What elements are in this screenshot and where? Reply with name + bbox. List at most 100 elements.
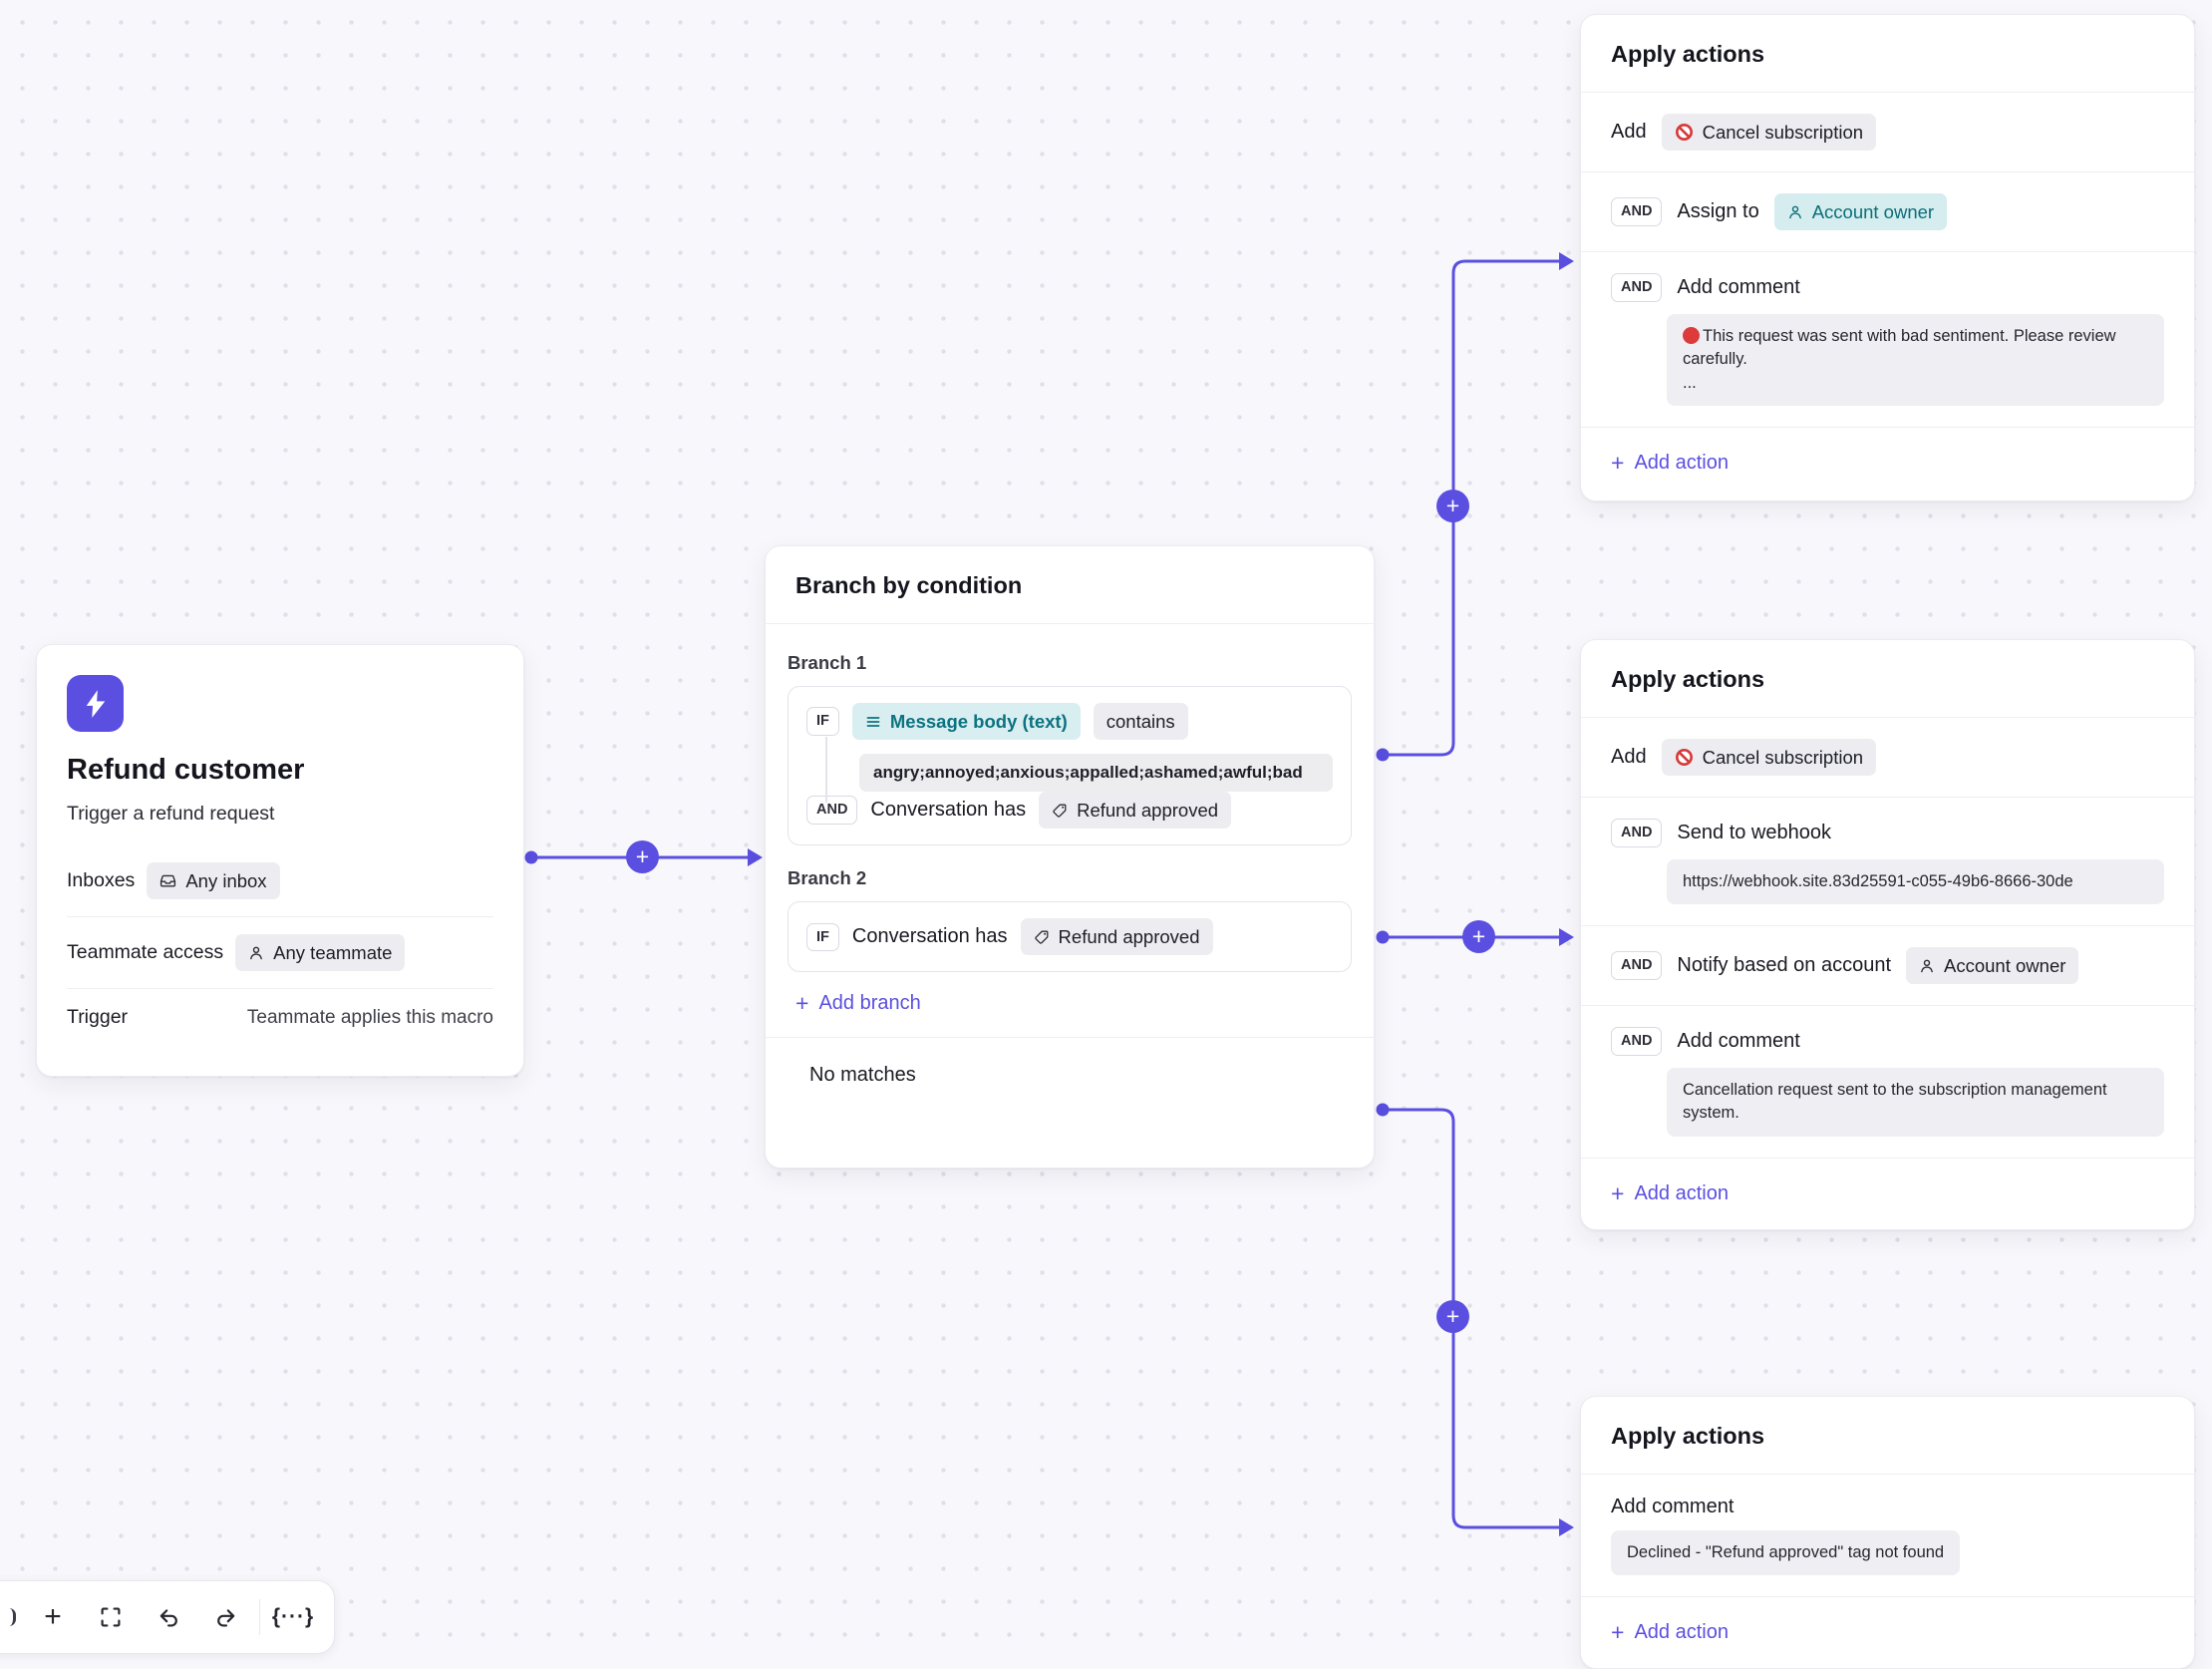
- account-owner-pill[interactable]: Account owner: [1906, 947, 2079, 985]
- webhook-url-box[interactable]: https://webhook.site.83d25591-c055-49b6-…: [1667, 858, 2164, 905]
- branch2-condition-box[interactable]: IF Conversation has Refund approved: [788, 901, 1352, 973]
- branch2-label: Branch 2: [788, 867, 867, 889]
- toolbar-divider: [259, 1599, 260, 1635]
- account-owner-label: Account owner: [1944, 955, 2066, 977]
- no-matches-section: No matches: [766, 1037, 1374, 1117]
- apply-actions-card-middle[interactable]: Apply actions Add Cancel subscription AN…: [1580, 639, 2195, 1230]
- person-icon: [250, 946, 263, 959]
- no-matches-label: No matches: [809, 1064, 916, 1087]
- and-badge: AND: [1611, 1027, 1663, 1056]
- any-inbox-pill[interactable]: Any inbox: [147, 862, 280, 900]
- and-badge: AND: [1611, 273, 1663, 302]
- trigger-card-subtitle: Trigger a refund request: [67, 803, 275, 825]
- apply-actions-title: Apply actions: [1581, 15, 2194, 93]
- add-comment-label: Add comment: [1677, 276, 1800, 298]
- cancel-subscription-pill[interactable]: Cancel subscription: [1661, 739, 1877, 777]
- branch1-if-row: IF Message body (text) contains: [806, 703, 1333, 741]
- connector-arrowhead: [1559, 1518, 1574, 1536]
- connector-start-dot: [1376, 748, 1390, 762]
- comment-box[interactable]: This request was sent with bad sentiment…: [1667, 313, 2164, 407]
- send-to-webhook-label: Send to webhook: [1677, 821, 1831, 843]
- if-badge: IF: [806, 922, 839, 952]
- branch1-label: Branch 1: [788, 652, 867, 673]
- notify-row: AND Notify based on account Account owne…: [1581, 926, 2194, 1007]
- add-action-button[interactable]: + Add action: [1581, 428, 2194, 499]
- add-comment-row: AND Add comment This request was sent wi…: [1581, 252, 2194, 429]
- connector-start-dot: [1376, 1103, 1390, 1117]
- plus-icon: +: [1611, 450, 1625, 477]
- branch1-and-row: AND Conversation has Refund approved: [806, 792, 1333, 830]
- any-teammate-label: Any teammate: [273, 942, 393, 964]
- insert-node-button[interactable]: +: [1462, 920, 1495, 953]
- insert-node-button[interactable]: +: [1436, 1300, 1469, 1333]
- add-branch-button[interactable]: + Add branch: [788, 972, 1352, 1037]
- insert-node-button[interactable]: +: [626, 840, 659, 873]
- undo-icon: [159, 1609, 177, 1627]
- add-action-label: Add action: [1634, 1621, 1729, 1644]
- add-action-button[interactable]: + Add action: [1581, 1597, 2194, 1668]
- no-entry-icon: [1675, 749, 1693, 767]
- operator-pill[interactable]: contains: [1093, 703, 1188, 741]
- add-action-label: Add action: [1634, 1181, 1729, 1204]
- apply-actions-card-bottom[interactable]: Apply actions Add comment Declined - "Re…: [1580, 1396, 2195, 1669]
- comment-box[interactable]: Cancellation request sent to the subscri…: [1667, 1067, 2164, 1137]
- trigger-value: Teammate applies this macro: [246, 1006, 493, 1028]
- connector-arrowhead: [1559, 928, 1574, 946]
- refund-approved-tag-pill[interactable]: Refund approved: [1039, 792, 1232, 830]
- trigger-card[interactable]: Refund customer Trigger a refund request…: [36, 644, 524, 1078]
- assign-to-label: Assign to: [1677, 200, 1759, 223]
- branch1-condition-box[interactable]: IF Message body (text) contains angry;an…: [788, 686, 1352, 846]
- add-comment-row: AND Add comment Cancellation request sen…: [1581, 1006, 2194, 1159]
- add-label: Add: [1611, 121, 1647, 144]
- cancel-subscription-label: Cancel subscription: [1702, 747, 1864, 768]
- comment-box[interactable]: Declined - "Refund approved" tag not fou…: [1611, 1530, 1961, 1576]
- insert-node-button[interactable]: +: [1436, 490, 1469, 522]
- apply-actions-card-top[interactable]: Apply actions Add Cancel subscription AN…: [1580, 14, 2195, 501]
- fit-screen-icon: [101, 1607, 121, 1627]
- any-inbox-label: Any inbox: [185, 870, 267, 891]
- cancel-subscription-pill[interactable]: Cancel subscription: [1661, 114, 1877, 152]
- fit-view-button[interactable]: [86, 1592, 136, 1642]
- add-action-label: Add action: [1634, 452, 1729, 475]
- undo-button[interactable]: [144, 1592, 193, 1642]
- any-teammate-pill[interactable]: Any teammate: [235, 934, 406, 972]
- tag-icon: [1034, 930, 1048, 944]
- connector-branch1-actions: [1383, 259, 1559, 757]
- apply-actions-title: Apply actions: [1581, 640, 2194, 718]
- message-body-field-pill[interactable]: Message body (text): [851, 703, 1081, 741]
- teammate-access-label: Teammate access: [67, 941, 224, 964]
- tag-icon: [1053, 804, 1067, 818]
- trigger-label: Trigger: [67, 1006, 129, 1029]
- redo-button[interactable]: [201, 1592, 251, 1642]
- branch-card-title: Branch by condition: [766, 546, 1374, 624]
- connector-nomatch-actions: [1383, 1108, 1559, 1529]
- macro-trigger-icon: [67, 675, 124, 732]
- notify-label: Notify based on account: [1677, 954, 1892, 977]
- branch2-if-row: IF Conversation has Refund approved: [806, 918, 1333, 956]
- person-icon: [1921, 959, 1933, 972]
- add-action-row: Add Cancel subscription: [1581, 718, 2194, 799]
- add-action-button[interactable]: + Add action: [1581, 1159, 2194, 1229]
- refund-approved-tag-pill[interactable]: Refund approved: [1020, 918, 1213, 956]
- trigger-card-title: Refund customer: [67, 754, 305, 786]
- lightning-bolt-icon: [86, 689, 105, 718]
- conversation-has-label: Conversation has: [851, 925, 1008, 948]
- trigger-rows: Inboxes Any inbox Teammate access A: [67, 845, 493, 1046]
- variables-button[interactable]: {···}: [268, 1592, 318, 1642]
- and-badge: AND: [1611, 197, 1663, 226]
- inboxes-label: Inboxes: [67, 869, 136, 892]
- person-icon: [1788, 205, 1801, 218]
- refund-approved-tag-label: Refund approved: [1077, 800, 1219, 822]
- comment-ellipsis: ...: [1683, 373, 1697, 392]
- add-comment-row: Add comment Declined - "Refund approved"…: [1581, 1475, 2194, 1598]
- inboxes-row: Inboxes Any inbox: [67, 845, 493, 916]
- add-label: Add: [1611, 746, 1647, 769]
- account-owner-pill[interactable]: Account owner: [1773, 193, 1948, 231]
- apply-actions-title: Apply actions: [1581, 1397, 2194, 1475]
- add-branch-label: Add branch: [818, 992, 921, 1015]
- connector-arrowhead: [1559, 252, 1574, 270]
- zoom-in-button[interactable]: +: [28, 1592, 78, 1642]
- keywords-value[interactable]: angry;annoyed;anxious;appalled;ashamed;a…: [859, 754, 1333, 793]
- branch-card[interactable]: Branch by condition Branch 1 IF Message …: [765, 545, 1375, 1168]
